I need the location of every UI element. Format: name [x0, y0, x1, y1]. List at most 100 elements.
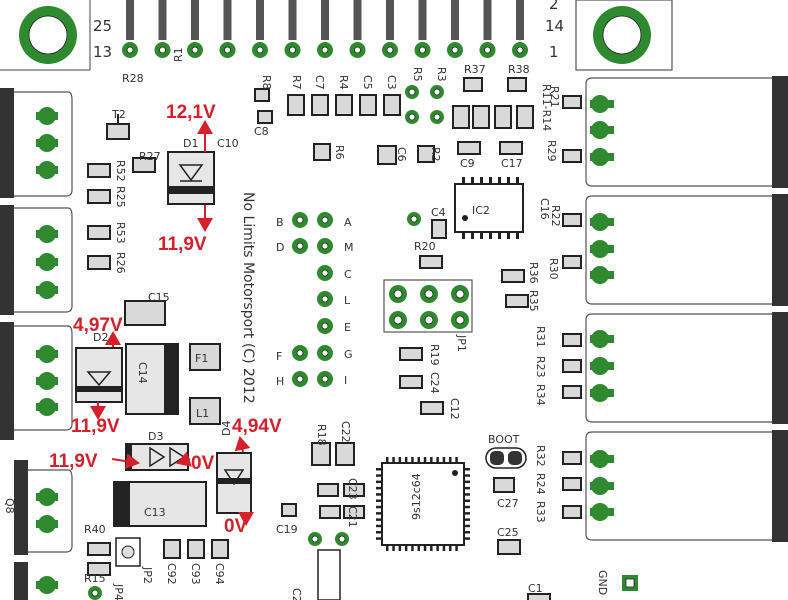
annotation-d1-top: 12,1V	[166, 102, 216, 123]
smd-pad	[417, 145, 435, 163]
label-q2: Q2	[773, 122, 786, 138]
designator-c13: C13	[144, 506, 166, 519]
smd-pad	[287, 94, 305, 116]
designator-c1: C1	[528, 582, 543, 595]
smd-pad	[562, 385, 582, 399]
designator-r29: R29	[545, 140, 558, 162]
designator-jp2: JP2	[141, 566, 154, 584]
designator-r28: R28	[122, 72, 144, 85]
smd-pad	[457, 141, 481, 155]
designator-r40: R40	[84, 523, 106, 536]
header-pin-lead	[516, 0, 524, 40]
designator-r52: R52	[114, 160, 127, 182]
designator-d4: D4	[220, 421, 233, 436]
jumper-letter-c: C	[344, 268, 352, 281]
pin-label-25: 25	[93, 17, 112, 35]
jumper-letter-h: H	[276, 375, 284, 388]
designator-r37: R37	[464, 63, 486, 76]
smd-pad	[359, 94, 377, 116]
smd-pad	[377, 145, 397, 165]
jumper-letter-l: L	[344, 294, 351, 307]
designator-r36: R36	[527, 262, 540, 284]
designator-r26: R26	[114, 252, 127, 274]
smd-pad	[132, 157, 156, 173]
designator-jp1: JP1	[455, 334, 468, 352]
jumper-letter-e: E	[344, 321, 351, 334]
smd-pad	[313, 143, 331, 161]
designator-r3: R3	[435, 67, 448, 82]
header-pin-lead	[191, 0, 199, 40]
diode-d1	[167, 151, 215, 205]
smd-pad	[87, 163, 111, 178]
designator-r2: R2	[429, 147, 442, 162]
annotation-d1-bottom: 11,9V	[158, 234, 207, 255]
jumper-jp2	[88, 537, 141, 600]
designator-r22: R22	[549, 205, 562, 227]
designator-r25: R25	[114, 186, 127, 208]
designator-r24: R24	[534, 473, 547, 495]
smd-pad	[419, 255, 443, 269]
annotation-d4-top: 4,94V	[232, 416, 282, 437]
smd-pad	[516, 105, 534, 129]
smd-pad	[562, 333, 582, 347]
pin-label-1: 1	[549, 43, 559, 61]
designator-c7: C7	[313, 75, 326, 90]
label-q5: Q5	[773, 475, 786, 491]
designator-c25: C25	[497, 526, 519, 539]
label-q8: Q8	[3, 498, 16, 514]
smd-pad	[281, 503, 297, 517]
designator-boot: BOOT	[488, 433, 520, 446]
header-pin-lead	[288, 0, 297, 40]
header-pin-lead	[483, 0, 492, 40]
header-connector	[0, 0, 673, 71]
smd-pad	[562, 149, 582, 163]
jumper-block	[292, 85, 473, 387]
designator-jp4: JP4	[112, 583, 125, 600]
label-q4: Q4	[773, 358, 786, 374]
smd-pad	[562, 255, 582, 269]
designator-r4: R4	[337, 75, 350, 90]
voltage-annotations	[90, 120, 254, 526]
designator-c19: C19	[276, 523, 298, 536]
pin-label-14: 14	[545, 17, 564, 35]
jumper-letter-f: F	[276, 350, 282, 363]
designator-c27: C27	[497, 497, 519, 510]
designator-r38: R38	[508, 63, 530, 76]
designator-c23: C23	[346, 478, 359, 500]
pin-label-13: 13	[93, 43, 112, 61]
annotation-d3-left: 11,9V	[49, 451, 98, 472]
smd-pad	[87, 562, 111, 576]
designator-c4: C4	[431, 206, 446, 219]
diode-d3	[125, 443, 189, 471]
smd-pad	[319, 505, 341, 519]
pin-label-2: 2	[549, 0, 559, 13]
smd-pad	[463, 77, 483, 92]
smd-pad	[497, 539, 521, 555]
board-credit: No Limits Motorsport (C) 2012	[240, 192, 256, 404]
smd-pad	[343, 505, 365, 519]
designator-r1: R1	[172, 47, 185, 62]
smd-pad	[527, 593, 551, 600]
designator-r30: R30	[547, 258, 560, 280]
smd-pad	[562, 95, 582, 109]
smd-pad	[562, 213, 582, 227]
label-q7-left: Q7	[3, 260, 16, 276]
label-q3: Q3	[773, 240, 786, 256]
designator-c21: C21	[346, 506, 359, 528]
designator-gnd: GND	[596, 570, 609, 595]
designator-r35: R35	[527, 290, 540, 312]
designator-d2: D2	[93, 331, 108, 344]
smd-pad	[562, 359, 582, 373]
transistor-t2	[106, 114, 130, 140]
smd-pad	[87, 542, 111, 556]
designator-c93: C93	[189, 563, 202, 585]
jumper-letter-i: I	[344, 374, 347, 387]
left-connectors	[0, 88, 73, 600]
fuse-f1	[189, 343, 221, 371]
header-pin-lead	[158, 0, 167, 40]
smd-pad	[452, 105, 470, 129]
designator-r33: R33	[534, 501, 547, 523]
jumper-letter-d: D	[276, 241, 284, 254]
jumper-letter-b: B	[276, 216, 284, 229]
